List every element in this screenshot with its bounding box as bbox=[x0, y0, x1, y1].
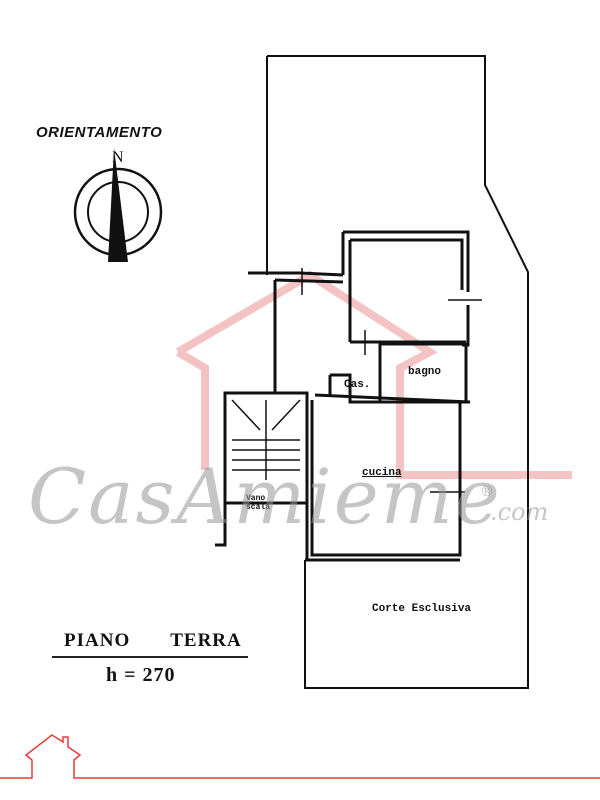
floor-height: h = 270 bbox=[106, 664, 176, 686]
room-label-corte: Corte Esclusiva bbox=[372, 603, 472, 615]
watermark-house-icon bbox=[175, 270, 572, 479]
svg-text:N: N bbox=[112, 149, 124, 166]
compass-north-arrow-icon: N bbox=[73, 148, 163, 262]
floor-name-left: PIANO bbox=[64, 630, 131, 651]
floor-name-rule bbox=[52, 656, 248, 658]
room-label-stairs: Vano scala bbox=[246, 494, 271, 512]
watermark-registered: ® bbox=[480, 484, 494, 500]
room-label-cucina: cucina bbox=[362, 467, 402, 479]
floor-name-right: TERRA bbox=[170, 630, 242, 651]
building-walls bbox=[215, 230, 471, 562]
floor-name: PIANO TERRA bbox=[64, 630, 242, 652]
stair-treads bbox=[231, 399, 301, 480]
watermark-suffix: .com bbox=[490, 498, 549, 526]
house-outline-icon bbox=[0, 734, 600, 779]
watermark-brand: CasAmieme bbox=[28, 452, 502, 541]
room-label-cas: Cas. bbox=[344, 379, 371, 391]
door-marks bbox=[301, 268, 482, 493]
orientation-title: ORIENTAMENTO bbox=[36, 124, 163, 141]
room-label-bagno: bagno bbox=[408, 366, 442, 378]
plot-boundary bbox=[266, 55, 529, 689]
